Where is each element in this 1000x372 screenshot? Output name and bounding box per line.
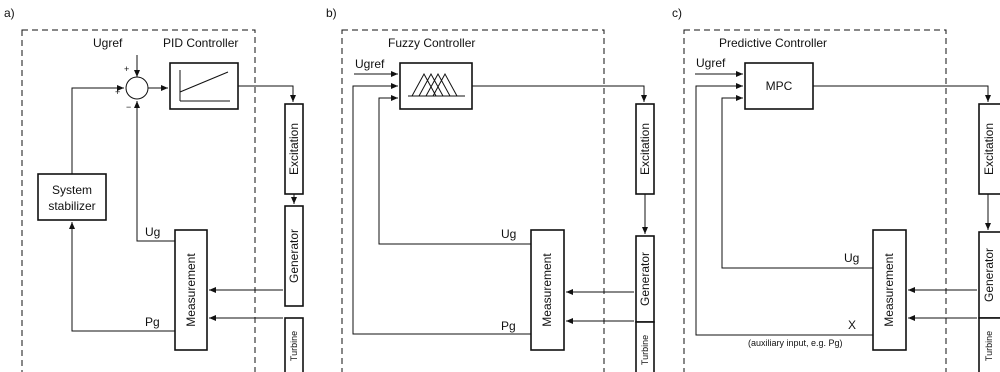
panel-b-pg-feedback [352,83,531,335]
panel-c-tag: c) [672,6,682,20]
panel-a-tag: a) [4,6,15,20]
panel-c-mpc-to-excitation [813,85,991,102]
panel-c-x-feedback [695,83,873,336]
panel-b-ug-feedback [378,95,531,245]
panel-c-measurement-label: Measurement [882,253,896,327]
panel-a-excitation-label: Excitation [287,123,301,175]
panel-c: c) Predictive Controller Ugref MPC Excit… [672,6,1000,372]
panel-a-stabilizer-block [37,173,107,221]
panel-b-tag: b) [326,6,337,20]
panel-a-generator-label: Generator [287,229,301,283]
panel-a-sum-junction [125,76,149,100]
panel-a-measurement-block [174,229,208,351]
panel-c-measurement-block [872,229,907,351]
pid-response-icon [179,70,230,102]
panel-c-turbine-label: Turbine [984,331,994,361]
panel-a-ug-feedback [134,101,175,242]
panel-b-turbine-block [635,321,655,372]
panel-a-turbine-block [284,317,304,372]
panel-b-measurement-label: Measurement [540,253,554,327]
panel-c-x-label: X [848,318,856,332]
panel-c-generator-label: Generator [982,248,996,302]
panel-c-excitation-block [978,103,1000,195]
panel-b-title: Fuzzy Controller [388,36,475,50]
panel-a-stabilizer-line2: stabilizer [48,199,95,213]
panel-a-stabilizer-to-sum [71,85,124,174]
panel-c-mpc-label: MPC [766,79,793,93]
panel-a-sign-top: + [124,64,129,74]
panel-a-sign-bottom: − [126,102,131,112]
panel-a-ug-label: Ug [145,225,160,239]
panel-b-excitation-label: Excitation [638,123,652,175]
panel-c-aux-label: (auxiliary input, e.g. Pg) [748,338,843,348]
panel-c-mpc-block [744,62,814,110]
panel-a-turbine-label: Turbine [289,331,299,361]
panel-c-ug-label: Ug [844,251,859,265]
panel-c-border [683,29,947,372]
panel-a-pg-label: Pg [145,315,160,329]
panel-a-generator-block [284,205,304,307]
panel-b-fuzzy-block [399,62,473,110]
panel-c-excitation-label: Excitation [982,123,996,175]
panel-b-border [341,29,605,372]
panel-b-ref: Ugref [355,57,385,71]
panel-c-ref: Ugref [696,56,726,70]
panel-b-generator-label: Generator [638,252,652,306]
panel-a-measurement-label: Measurement [184,253,198,327]
panel-b-turbine-label: Turbine [640,335,650,365]
panel-a-pg-to-stabilizer [69,222,175,332]
panel-a-title: PID Controller [163,36,238,50]
panel-c-turbine-block [978,317,1000,372]
panel-c-title: Predictive Controller [719,36,827,50]
panel-a-ref: Ugref [93,36,123,50]
panel-a-sign-left: + [115,87,120,97]
panel-a-stabilizer-line1: System [52,183,92,197]
panel-b: b) Fuzzy Controller Ugref Excitation Gen… [326,6,655,372]
panel-b-pg-label: Pg [501,319,516,333]
panel-a-pid-to-excitation [238,85,296,102]
panel-b-fuzzy-to-excitation [472,85,647,102]
panel-b-ug-label: Ug [501,227,516,241]
panel-c-ug-feedback [721,95,873,269]
panel-a-border [21,29,256,372]
panel-b-measurement-block [530,229,565,351]
fuzzy-membership-icon [408,72,465,97]
panel-a: a) PID Controller Ugref + + − Excitation… [4,6,304,372]
